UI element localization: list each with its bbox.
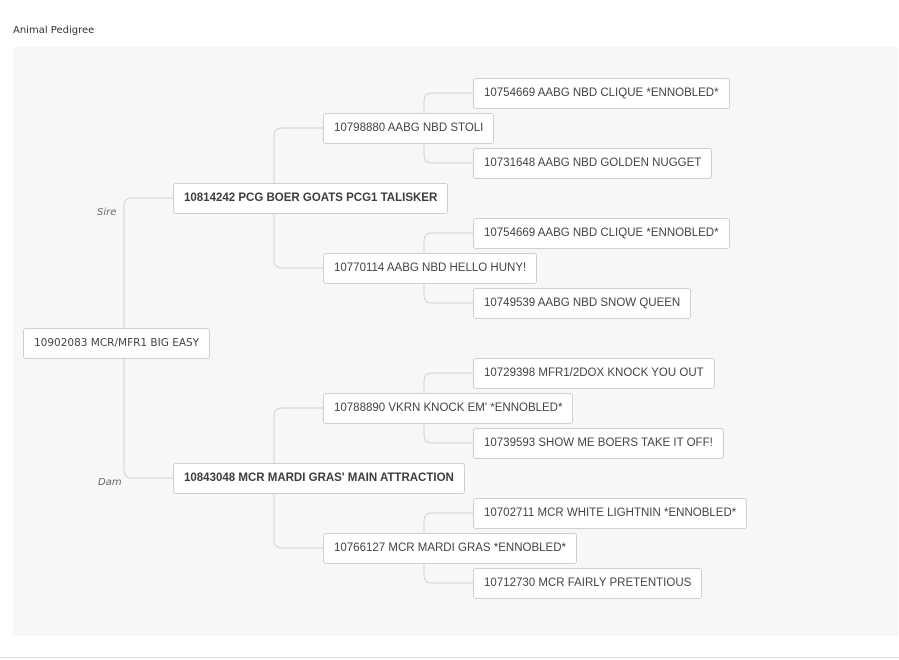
pedigree-node-dam-sire[interactable]: 10788890 VKRN KNOCK EM' *ENNOBLED* xyxy=(323,393,574,424)
pedigree-node-dam-sire-dam[interactable]: 10739593 SHOW ME BOERS TAKE IT OFF! xyxy=(473,428,724,459)
pedigree-node-sire-sire[interactable]: 10798880 AABG NBD STOLI xyxy=(323,113,495,144)
pedigree-node-dam-sire-sire[interactable]: 10729398 MFR1/2DOX KNOCK YOU OUT xyxy=(473,358,715,389)
pedigree-node-sire-dam[interactable]: 10770114 AABG NBD HELLO HUNY! xyxy=(323,253,538,284)
page-title: Animal Pedigree xyxy=(13,25,95,36)
bottom-divider xyxy=(0,657,899,658)
pedigree-node-dam-dam[interactable]: 10766127 MCR MARDI GRAS *ENNOBLED* xyxy=(323,533,577,564)
pedigree-node-sire-dam-sire[interactable]: 10754669 AABG NBD CLIQUE *ENNOBLED* xyxy=(473,218,730,249)
dam-label: Dam xyxy=(98,477,122,488)
pedigree-node-sire-sire-sire[interactable]: 10754669 AABG NBD CLIQUE *ENNOBLED* xyxy=(473,78,730,109)
pedigree-node-dam-dam-sire[interactable]: 10702711 MCR WHITE LIGHTNIN *ENNOBLED* xyxy=(473,498,748,529)
pedigree-node-sire[interactable]: 10814242 PCG BOER GOATS PCG1 TALISKER xyxy=(173,183,449,214)
pedigree-node-sire-dam-dam[interactable]: 10749539 AABG NBD SNOW QUEEN xyxy=(473,288,692,319)
pedigree-node-dam[interactable]: 10843048 MCR MARDI GRAS' MAIN ATTRACTION xyxy=(173,463,465,494)
pedigree-node-root[interactable]: 10902083 MCR/MFR1 BIG EASY xyxy=(23,328,211,359)
sire-label: Sire xyxy=(97,207,117,218)
pedigree-node-sire-sire-dam[interactable]: 10731648 AABG NBD GOLDEN NUGGET xyxy=(473,148,713,179)
pedigree-node-dam-dam-dam[interactable]: 10712730 MCR FAIRLY PRETENTIOUS xyxy=(473,568,703,599)
